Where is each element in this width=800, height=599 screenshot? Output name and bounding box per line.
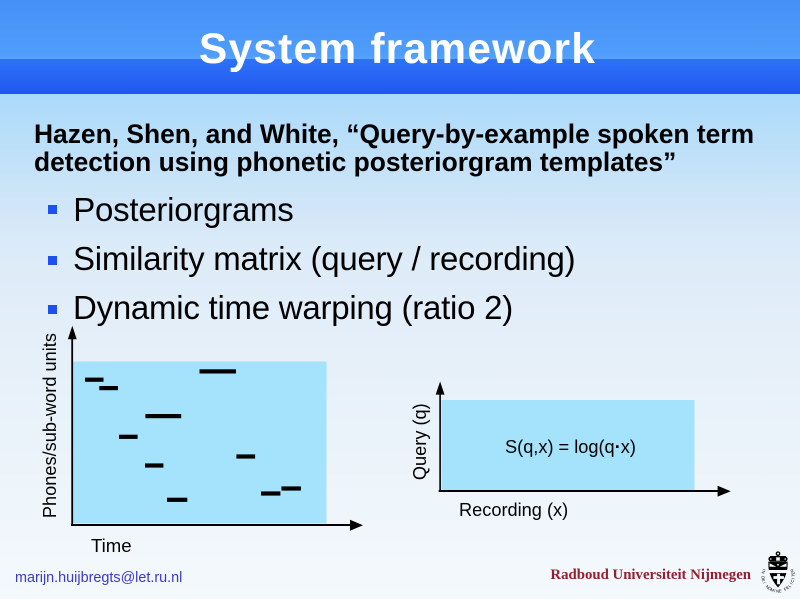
svg-text:D: D bbox=[760, 576, 765, 580]
svg-text:M: M bbox=[770, 587, 776, 593]
svg-text:C: C bbox=[789, 579, 795, 584]
svg-text:L: L bbox=[787, 583, 793, 589]
svg-text:E: E bbox=[778, 588, 782, 593]
svg-text:T: T bbox=[791, 574, 796, 577]
svg-text:F: F bbox=[783, 586, 788, 592]
svg-text:R: R bbox=[789, 568, 795, 573]
svg-text:E: E bbox=[790, 571, 795, 575]
svg-text:O: O bbox=[767, 586, 772, 592]
svg-text:N: N bbox=[765, 584, 771, 590]
svg-text:E: E bbox=[785, 585, 790, 591]
svg-text:I: I bbox=[762, 568, 767, 571]
svg-text:N: N bbox=[776, 588, 779, 593]
svg-text:I: I bbox=[789, 582, 794, 586]
svg-text:I: I bbox=[790, 578, 795, 580]
svg-text:N: N bbox=[761, 570, 767, 574]
svg-text:I: I bbox=[762, 581, 767, 584]
svg-text:I: I bbox=[774, 588, 776, 593]
svg-text:E: E bbox=[761, 578, 767, 582]
